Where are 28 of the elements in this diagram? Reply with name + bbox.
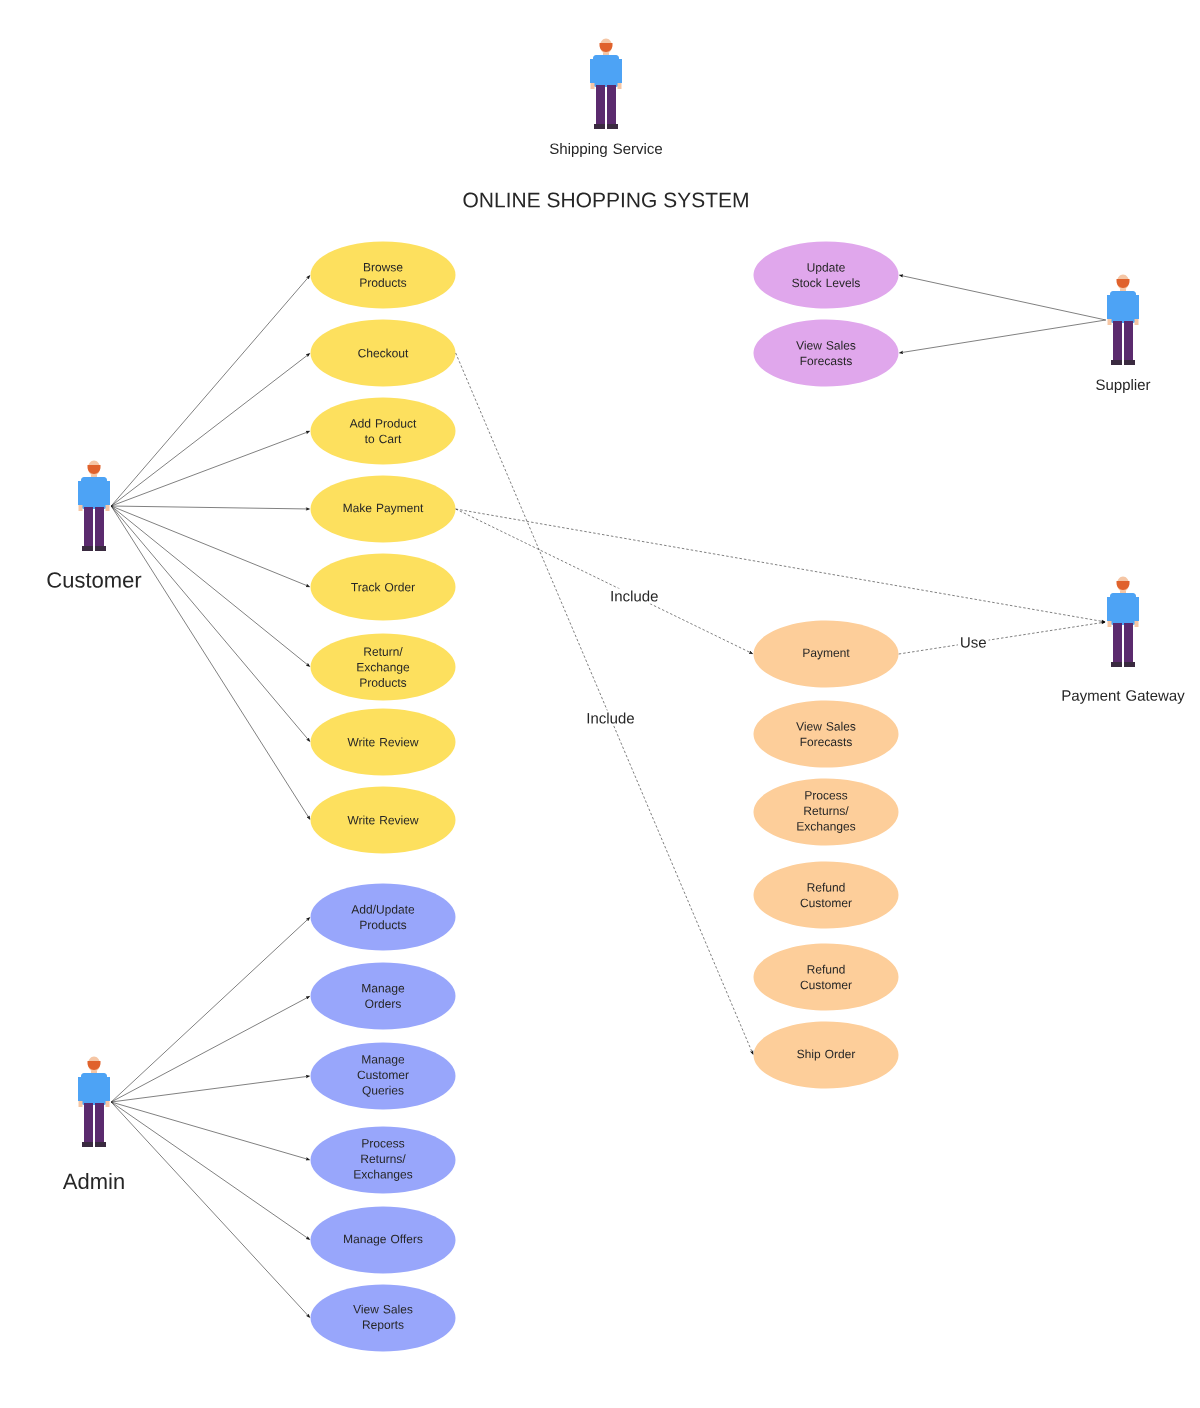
actor-name: Customer <box>47 572 142 588</box>
edge-label: Use <box>957 635 989 650</box>
arrow <box>899 274 1107 321</box>
arrow <box>110 1075 310 1103</box>
arrow <box>110 275 311 507</box>
actor-name: Payment Gateway <box>1062 690 1185 704</box>
arrow <box>110 505 310 667</box>
actor-name: Supplier <box>1096 379 1151 393</box>
actor-name: Admin <box>62 1172 124 1190</box>
arrow <box>110 505 310 587</box>
arrow <box>110 1101 310 1240</box>
arrow <box>899 319 1107 354</box>
actor-name: Shipping Service <box>550 143 662 157</box>
arrow <box>110 996 310 1103</box>
edge-label: Include <box>584 710 637 726</box>
arrow <box>110 505 311 820</box>
dashed-arrow <box>898 621 1106 655</box>
arrow <box>110 917 310 1103</box>
arrow <box>110 1101 310 1161</box>
arrow <box>110 1101 311 1318</box>
dashed-arrow <box>455 352 754 1055</box>
edge-label: Include <box>608 588 661 604</box>
dashed-arrow <box>455 508 1106 623</box>
arrow <box>110 505 310 511</box>
arrow <box>110 353 310 507</box>
arrow <box>110 431 310 507</box>
dashed-arrow <box>455 508 753 654</box>
diagram-title: ONLINE SHOPPING SYSTEM <box>463 192 748 208</box>
